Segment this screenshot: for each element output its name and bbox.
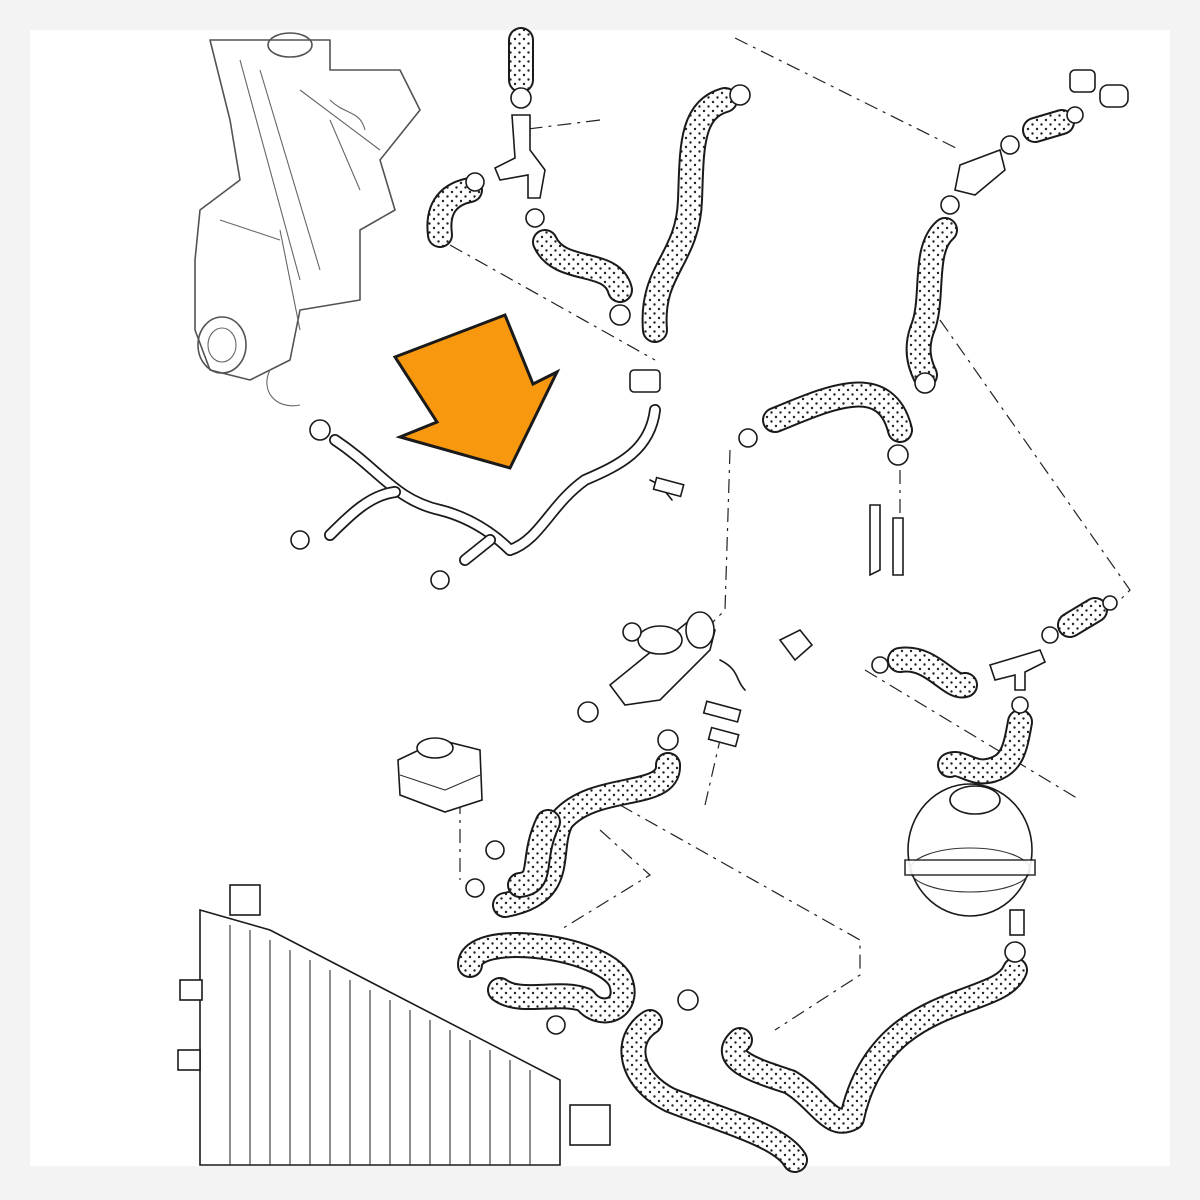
connectors xyxy=(493,69,1129,691)
radiator xyxy=(177,884,611,1166)
arrow-down-right-icon xyxy=(392,313,561,470)
hose-clamps xyxy=(290,84,1118,1035)
leader-lines xyxy=(449,37,1131,1031)
small-coolant-reservoir xyxy=(397,737,483,813)
coolant-pipe-highlighted-part xyxy=(309,369,681,566)
coolant-hoses xyxy=(426,27,1108,1173)
coolant-flange-housing xyxy=(608,476,814,748)
coolant-expansion-tank xyxy=(904,783,1036,936)
engine-block xyxy=(194,32,421,407)
